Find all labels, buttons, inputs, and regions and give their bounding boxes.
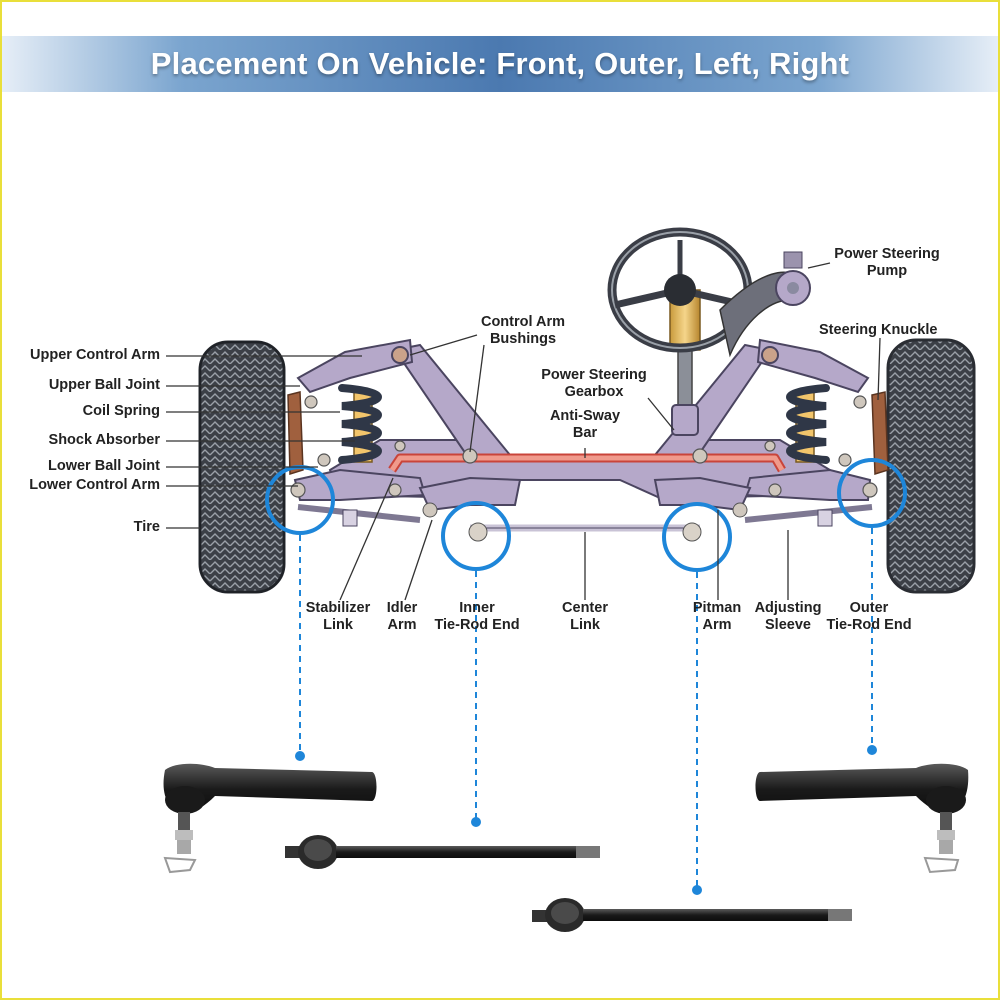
steering-column	[669, 289, 701, 436]
label-lower-control-arm: Lower Control Arm	[29, 477, 160, 493]
label-power-steering-pump: Power Steering Pump	[834, 246, 940, 279]
label-center-link: Center Link	[562, 600, 608, 633]
outer-tie-rod-end-left	[163, 763, 377, 874]
label-coil-spring: Coil Spring	[82, 403, 160, 419]
title-banner: Placement On Vehicle: Front, Outer, Left…	[2, 36, 998, 92]
inner-tie-rod-end-right	[532, 898, 852, 932]
inner-right-highlight	[662, 502, 732, 572]
label-pitman-arm: Pitman Arm	[692, 600, 742, 633]
inner-tie-rod-end-left	[285, 835, 600, 869]
label-power-steering-gearbox: Power Steering Gearbox	[541, 367, 647, 400]
label-inner-tie-rod-end: Inner Tie-Rod End	[434, 600, 520, 633]
label-tire: Tire	[133, 519, 160, 535]
mount-bolts	[290, 395, 878, 498]
power-steering-pump	[719, 251, 811, 358]
outer-right-highlight	[837, 458, 907, 528]
label-lower-ball-joint: Lower Ball Joint	[48, 458, 160, 474]
left-coil-spring	[338, 384, 382, 464]
page-title: Placement On Vehicle: Front, Outer, Left…	[150, 46, 850, 81]
label-idler-arm: Idler Arm	[386, 600, 418, 633]
inner-left-highlight	[441, 501, 511, 571]
label-anti-sway-bar: Anti-Sway Bar	[549, 408, 621, 441]
connector-lines	[299, 528, 873, 886]
right-coil-spring	[786, 384, 830, 464]
leader-lines	[166, 262, 881, 601]
right-upper-control-arm	[756, 338, 870, 394]
right-tire	[886, 338, 976, 594]
connector-dots	[295, 745, 877, 895]
label-outer-tie-rod-end: Outer Tie-Rod End	[826, 600, 912, 633]
left-upper-control-arm	[296, 338, 414, 394]
label-steering-knuckle: Steering Knuckle	[819, 322, 938, 338]
label-control-arm-bushings: Control Arm Bushings	[480, 314, 566, 347]
label-adjusting-sleeve: Adjusting Sleeve	[754, 600, 822, 633]
label-stabilizer-link: Stabilizer Link	[305, 600, 371, 633]
label-upper-ball-joint: Upper Ball Joint	[48, 377, 160, 393]
label-upper-control-arm: Upper Control Arm	[30, 347, 160, 363]
right-steering-knuckle	[871, 391, 889, 476]
outer-tie-rod-end-right	[755, 763, 969, 874]
highlight-circles	[265, 458, 907, 572]
left-steering-knuckle	[287, 391, 304, 476]
label-shock-absorber: Shock Absorber	[48, 432, 160, 448]
